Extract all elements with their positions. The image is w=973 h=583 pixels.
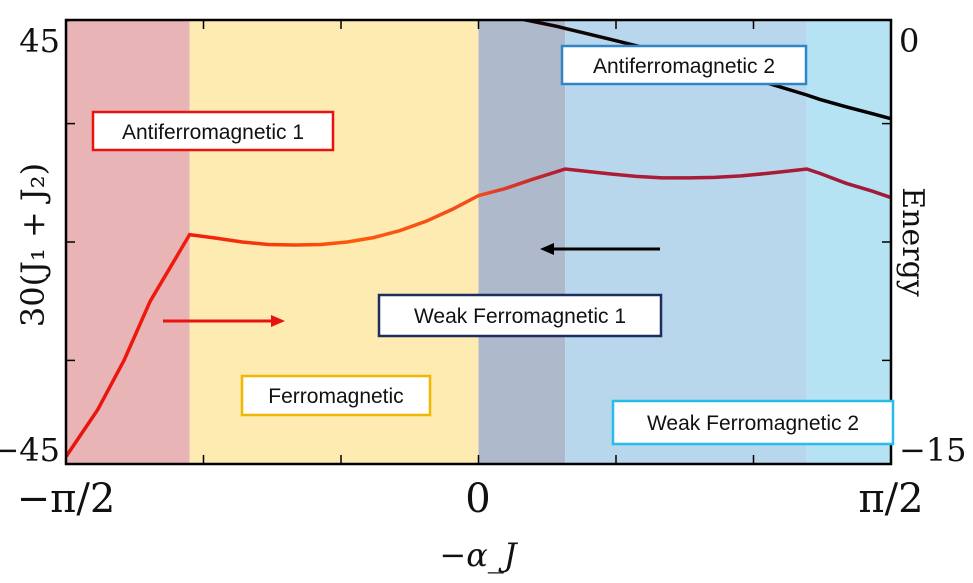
black-arrow bbox=[540, 243, 660, 255]
right-tick-label-top: 0 bbox=[899, 22, 919, 60]
phase-region-4 bbox=[565, 20, 807, 464]
svg-text:Ferromagnetic: Ferromagnetic bbox=[268, 385, 403, 408]
left-axis-title: 30(J₁ + J₂) bbox=[14, 163, 52, 327]
red-arrow bbox=[163, 315, 285, 327]
x-axis-title: −α_J bbox=[439, 536, 518, 574]
label-ferromagnetic: Ferromagnetic bbox=[240, 374, 432, 417]
phase-region-1 bbox=[66, 20, 190, 464]
coupling-curve bbox=[66, 167, 891, 458]
x-tick-label-center: 0 bbox=[465, 476, 490, 522]
svg-text:Weak Ferromagnetic 1: Weak Ferromagnetic 1 bbox=[414, 305, 626, 328]
svg-text:Antiferromagnetic 2: Antiferromagnetic 2 bbox=[593, 55, 775, 78]
left-tick-label-bottom: −45 bbox=[0, 431, 60, 469]
axis-ticks bbox=[65, 19, 892, 465]
phase-region-3 bbox=[478, 20, 566, 464]
x-tick-label-left: −π/2 bbox=[17, 476, 116, 522]
energy-curve bbox=[66, 20, 891, 121]
label-weak-ferromagnetic-2: Weak Ferromagnetic 2 bbox=[611, 399, 895, 446]
svg-text:Weak Ferromagnetic 2: Weak Ferromagnetic 2 bbox=[647, 412, 859, 435]
phase-region-5 bbox=[806, 20, 891, 464]
svg-text:Antiferromagnetic 1: Antiferromagnetic 1 bbox=[122, 121, 304, 144]
label-antiferromagnetic-2: Antiferromagnetic 2 bbox=[560, 44, 808, 86]
right-axis-title: Energy bbox=[895, 187, 930, 297]
label-weak-ferromagnetic-1: Weak Ferromagnetic 1 bbox=[377, 293, 663, 338]
x-tick-label-right: π/2 bbox=[858, 476, 923, 522]
left-tick-label-top: 45 bbox=[19, 22, 60, 60]
right-tick-label-bottom: −15 bbox=[899, 431, 967, 469]
label-antiferromagnetic-1: Antiferromagnetic 1 bbox=[91, 110, 335, 152]
phase-regions bbox=[66, 20, 891, 464]
